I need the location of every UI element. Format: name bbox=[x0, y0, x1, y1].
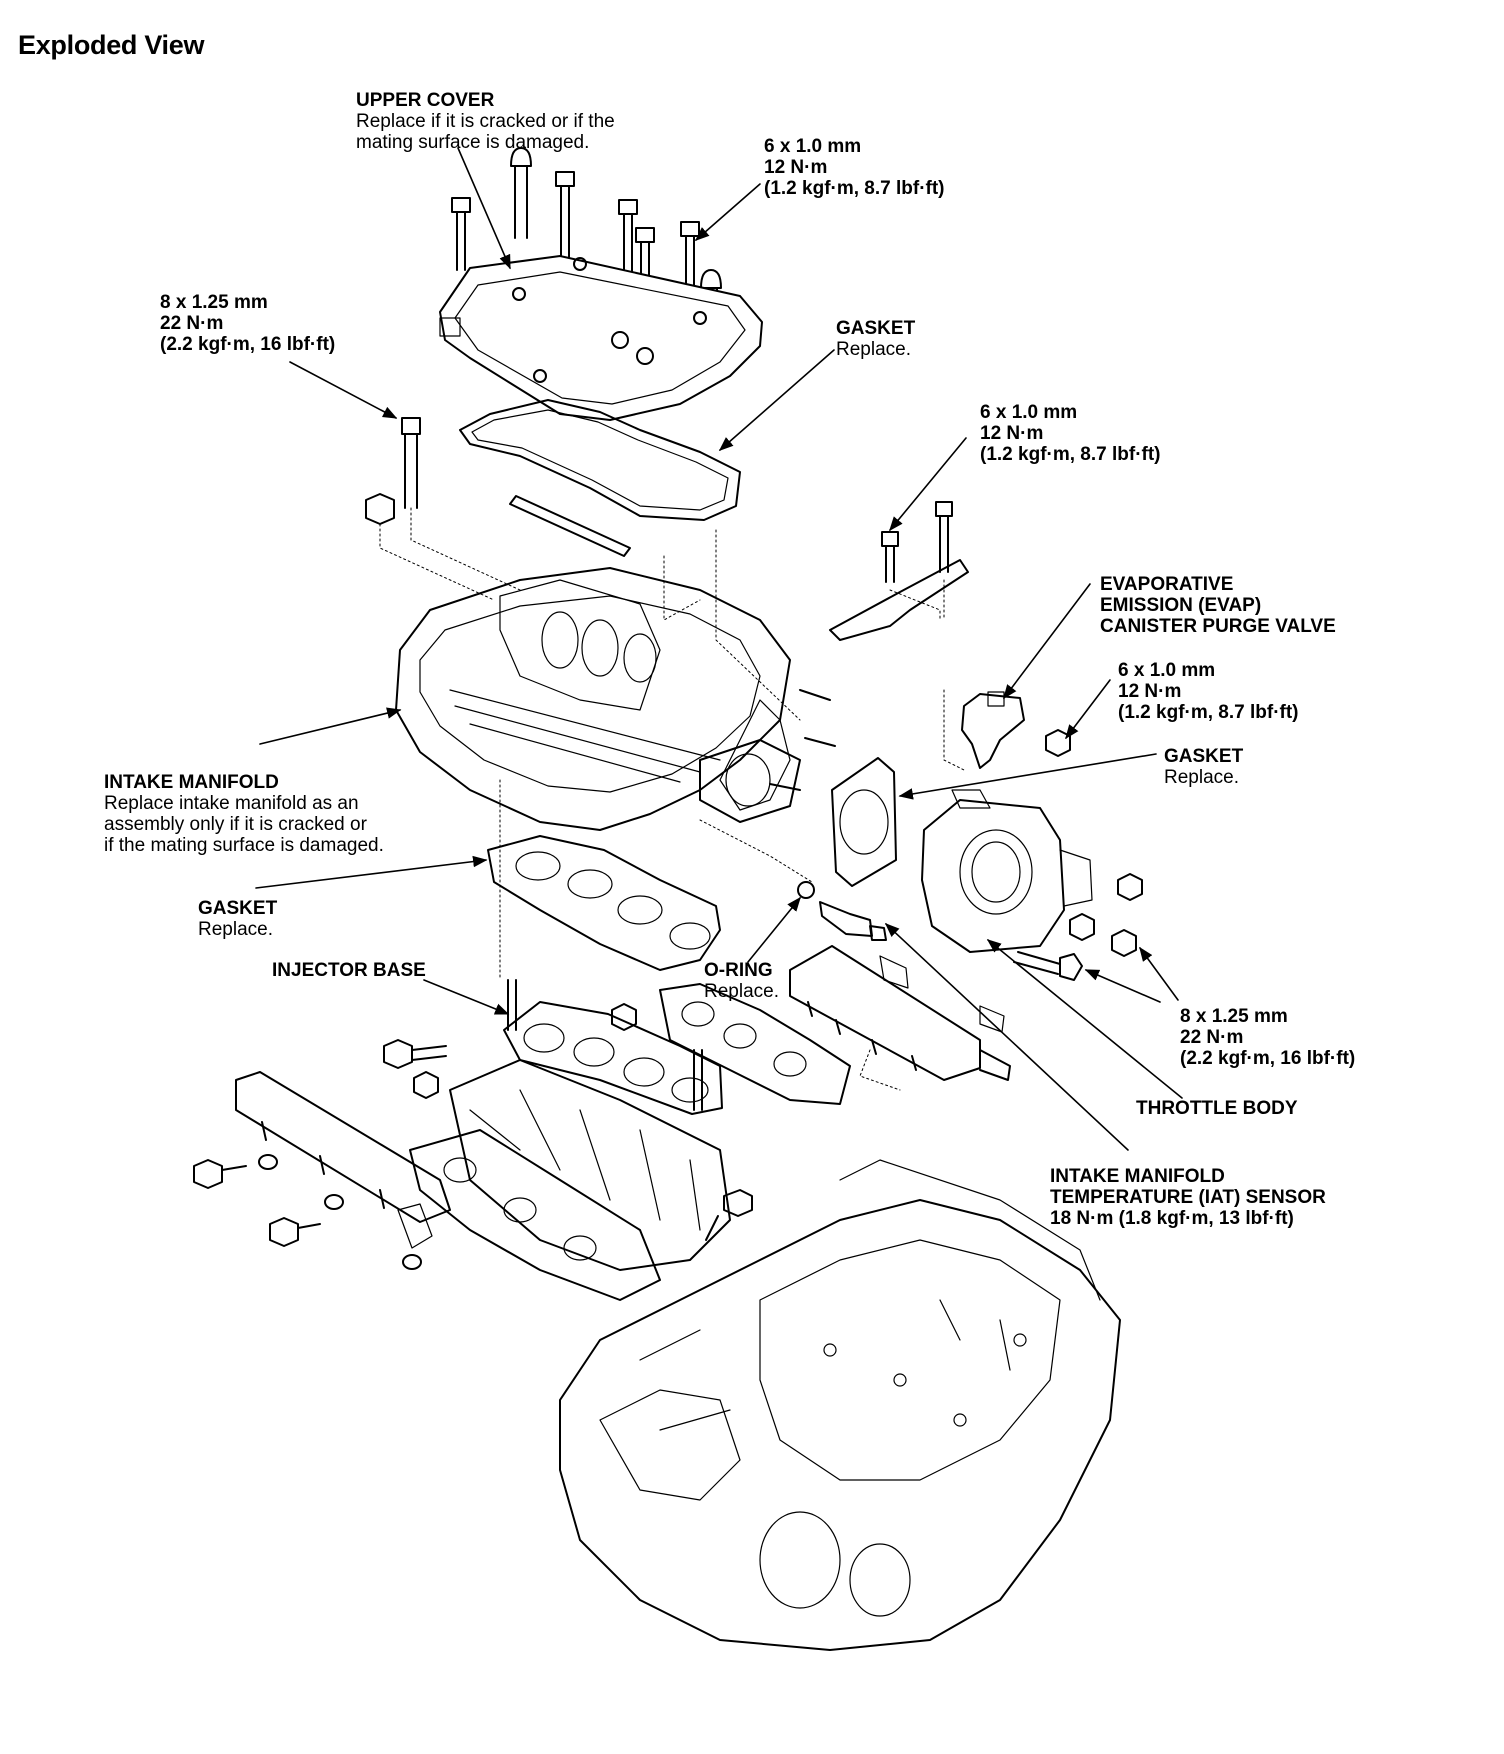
torque-bracket-kgf: (1.2 kgf·m, 8.7 lbf·ft) bbox=[980, 444, 1161, 465]
callout-torque-bracket: 6 x 1.0 mm 12 N·m (1.2 kgf·m, 8.7 lbf·ft… bbox=[980, 402, 1161, 465]
throttle-gasket bbox=[831, 757, 897, 887]
torque-throttle-size: 8 x 1.25 mm bbox=[1180, 1006, 1288, 1027]
iat-line-2: TEMPERATURE (IAT) SENSOR bbox=[1050, 1187, 1326, 1208]
right-fuel-rail bbox=[789, 945, 1011, 1081]
torque-left-nm: 22 N·m bbox=[160, 313, 224, 334]
gasket-lower-note: Replace. bbox=[198, 919, 273, 940]
alignment-lines bbox=[379, 507, 965, 1091]
evap-line-1: EVAPORATIVE bbox=[1100, 574, 1234, 595]
gasket-throttle-title: GASKET bbox=[1164, 746, 1244, 767]
callout-iat-sensor: INTAKE MANIFOLD TEMPERATURE (IAT) SENSOR… bbox=[1050, 1166, 1326, 1229]
throttle-body-title: THROTTLE BODY bbox=[1136, 1098, 1298, 1119]
torque-throttle-nm: 22 N·m bbox=[1180, 1027, 1244, 1048]
torque-left-kgf: (2.2 kgf·m, 16 lbf·ft) bbox=[160, 334, 336, 355]
torque-evap-kgf: (1.2 kgf·m, 8.7 lbf·ft) bbox=[1118, 702, 1299, 723]
callout-torque-top: 6 x 1.0 mm 12 N·m (1.2 kgf·m, 8.7 lbf·ft… bbox=[764, 136, 945, 199]
callout-injector-base: INJECTOR BASE bbox=[272, 960, 426, 981]
gasket-lower-title: GASKET bbox=[198, 898, 278, 919]
upper-gasket bbox=[459, 399, 741, 557]
intake-manifold-note-1: Replace intake manifold as an bbox=[104, 793, 359, 814]
evap-purge-valve bbox=[961, 691, 1071, 769]
intake-manifold bbox=[395, 567, 836, 831]
callout-torque-left: 8 x 1.25 mm 22 N·m (2.2 kgf·m, 16 lbf·ft… bbox=[160, 292, 335, 355]
throttle-bolts bbox=[1013, 913, 1137, 981]
torque-evap-size: 6 x 1.0 mm bbox=[1118, 660, 1216, 681]
iat-line-1: INTAKE MANIFOLD bbox=[1050, 1166, 1225, 1187]
gasket-upper-note: Replace. bbox=[836, 339, 911, 360]
callout-gasket-upper: GASKET Replace. bbox=[836, 318, 915, 360]
torque-left-size: 8 x 1.25 mm bbox=[160, 292, 268, 313]
upper-cover bbox=[439, 255, 763, 421]
page-title: Exploded View bbox=[18, 30, 205, 60]
evap-line-2: EMISSION (EVAP) bbox=[1100, 595, 1262, 616]
engine-block bbox=[559, 1159, 1121, 1651]
o-ring-note: Replace. bbox=[704, 981, 779, 1002]
upper-cover-note-2: mating surface is damaged. bbox=[356, 132, 590, 153]
callout-upper-cover: UPPER COVER Replace if it is cracked or … bbox=[356, 90, 615, 153]
callout-torque-throttle: 8 x 1.25 mm 22 N·m (2.2 kgf·m, 16 lbf·ft… bbox=[1180, 1006, 1355, 1069]
evap-line-3: CANISTER PURGE VALVE bbox=[1100, 616, 1336, 637]
upper-cover-note-1: Replace if it is cracked or if the bbox=[356, 111, 615, 132]
torque-bracket-nm: 12 N·m bbox=[980, 423, 1044, 444]
intake-manifold-note-2: assembly only if it is cracked or bbox=[104, 814, 367, 835]
callout-gasket-lower: GASKET Replace. bbox=[198, 898, 277, 940]
torque-top-size: 6 x 1.0 mm bbox=[764, 136, 862, 157]
callout-o-ring: O-RING Replace. bbox=[704, 960, 779, 1002]
torque-top-kgf: (1.2 kgf·m, 8.7 lbf·ft) bbox=[764, 178, 945, 199]
upper-cover-title: UPPER COVER bbox=[356, 90, 495, 111]
o-ring-title: O-RING bbox=[704, 960, 773, 981]
torque-top-nm: 12 N·m bbox=[764, 157, 828, 178]
torque-throttle-kgf: (2.2 kgf·m, 16 lbf·ft) bbox=[1180, 1048, 1356, 1069]
torque-evap-nm: 12 N·m bbox=[1118, 681, 1182, 702]
callout-throttle-body: THROTTLE BODY bbox=[1136, 1098, 1298, 1119]
throttle-body bbox=[921, 789, 1143, 953]
torque-bracket-size: 6 x 1.0 mm bbox=[980, 402, 1078, 423]
left-stud-nut bbox=[365, 417, 421, 525]
lower-gasket bbox=[487, 835, 721, 971]
callout-gasket-throttle: GASKET Replace. bbox=[1164, 746, 1243, 788]
lower-manifold bbox=[409, 1059, 753, 1301]
gasket-upper-title: GASKET bbox=[836, 318, 916, 339]
gasket-throttle-note: Replace. bbox=[1164, 767, 1239, 788]
o-ring-iat bbox=[797, 881, 887, 941]
intake-manifold-title: INTAKE MANIFOLD bbox=[104, 772, 279, 793]
head-gasket-right bbox=[659, 983, 851, 1105]
injector-base-title: INJECTOR BASE bbox=[272, 960, 426, 981]
callout-torque-evap: 6 x 1.0 mm 12 N·m (1.2 kgf·m, 8.7 lbf·ft… bbox=[1118, 660, 1299, 723]
misc-bolts bbox=[193, 1003, 637, 1247]
callout-evap: EVAPORATIVE EMISSION (EVAP) CANISTER PUR… bbox=[1100, 574, 1336, 637]
leader-lines bbox=[255, 147, 1183, 1151]
iat-line-3: 18 N·m (1.8 kgf·m, 13 lbf·ft) bbox=[1050, 1208, 1294, 1229]
callout-intake-manifold: INTAKE MANIFOLD Replace intake manifold … bbox=[104, 772, 384, 856]
intake-manifold-note-3: if the mating surface is damaged. bbox=[104, 835, 384, 856]
left-fuel-rail bbox=[235, 1071, 451, 1270]
bracket bbox=[829, 501, 969, 641]
